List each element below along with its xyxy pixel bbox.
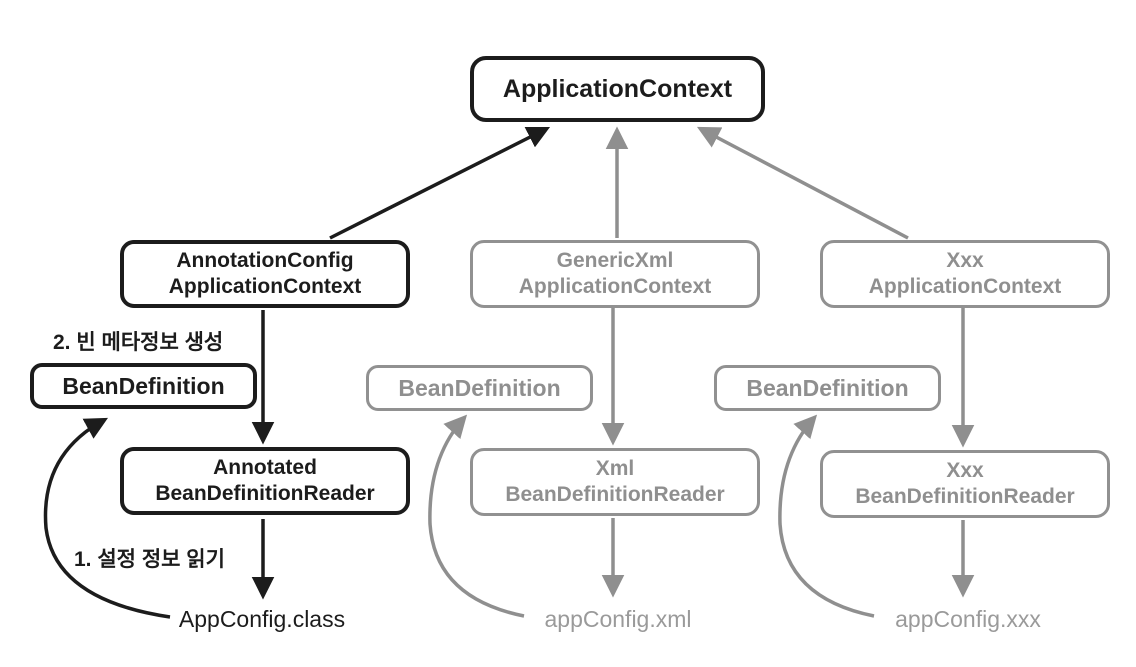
appconfig-xml-label: appConfig.xml (544, 606, 692, 632)
context-label-line2: ApplicationContext (518, 275, 712, 298)
arrow-annotationconfig-to-root (329, 126, 551, 240)
beandefinition-box-annotation: BeanDefinition (30, 363, 257, 409)
beandefinition-label: BeanDefinition (398, 374, 561, 401)
appconfig-class-label: AppConfig.class (178, 606, 346, 632)
beandefinition-box-xml: BeanDefinition (366, 365, 593, 411)
arrow-appconfig-class-to-beandefinition (43, 417, 171, 619)
reader-label-line1: Annotated (213, 455, 317, 479)
beandefinition-label: BeanDefinition (62, 372, 225, 399)
reader-label-line1: Xml (595, 456, 635, 480)
reader-label-line2: BeanDefinitionReader (505, 483, 725, 506)
annotation-step1-label: 1. 설정 정보 읽기 (74, 548, 225, 571)
annotated-beandefinitionreader-box: Annotated BeanDefinitionReader (120, 447, 410, 515)
context-label-line1: AnnotationConfig (176, 248, 354, 272)
beandefinition-box-xxx: BeanDefinition (714, 365, 941, 411)
applicationcontext-box: ApplicationContext (470, 56, 765, 122)
annotation-step2-label: 2. 빈 메타정보 생성 (53, 331, 224, 354)
arrow-xxxcontext-to-root (696, 126, 909, 240)
appconfig-xxx-label: appConfig.xxx (895, 606, 1041, 632)
xml-beandefinitionreader-box: Xml BeanDefinitionReader (470, 448, 760, 516)
arrow-appconfig-xml-to-beandefinition (428, 414, 525, 618)
reader-label-line2: BeanDefinitionReader (855, 485, 1075, 508)
applicationcontext-label: ApplicationContext (502, 74, 733, 103)
context-label-line2: ApplicationContext (868, 275, 1062, 298)
xxx-applicationcontext-box: Xxx ApplicationContext (820, 240, 1110, 308)
annotationconfig-applicationcontext-box: AnnotationConfig ApplicationContext (120, 240, 410, 308)
beandefinition-label: BeanDefinition (746, 374, 909, 401)
reader-label-line1: Xxx (946, 458, 984, 482)
reader-label-line2: BeanDefinitionReader (155, 482, 375, 505)
context-label-line1: GenericXml (556, 248, 674, 272)
genericxml-applicationcontext-box: GenericXml ApplicationContext (470, 240, 760, 308)
arrow-appconfig-xxx-to-beandefinition (778, 414, 875, 618)
context-label-line1: Xxx (946, 248, 984, 272)
context-label-line2: ApplicationContext (168, 275, 362, 298)
xxx-beandefinitionreader-box: Xxx BeanDefinitionReader (820, 450, 1110, 518)
